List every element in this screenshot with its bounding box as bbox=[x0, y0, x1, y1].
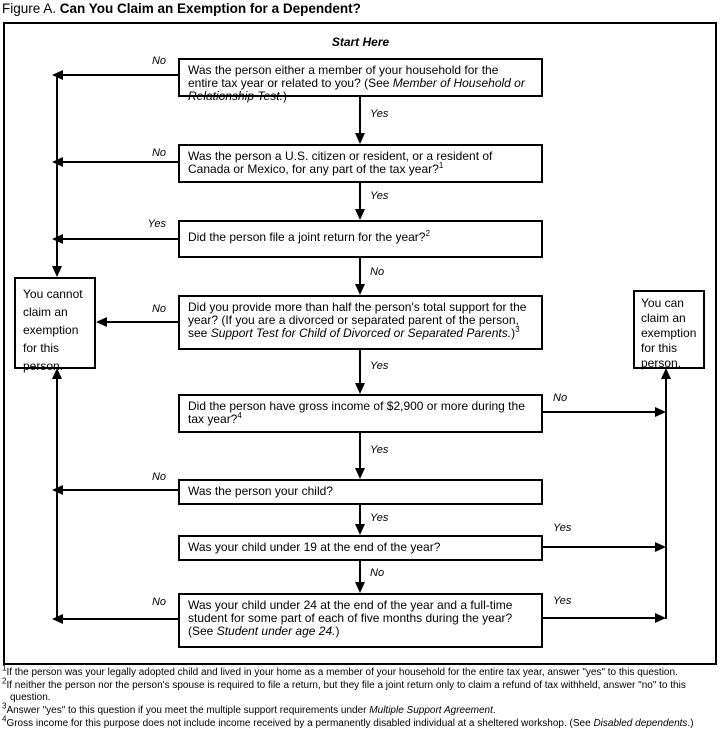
arrow-q6-no-line bbox=[62, 489, 178, 491]
edge-label-q6-no: No bbox=[151, 471, 166, 483]
connector-q5-q6-head-icon bbox=[355, 468, 365, 479]
left-rail-upper-line bbox=[56, 74, 58, 267]
arrow-q8-no-line bbox=[62, 618, 178, 620]
start-here-label: Start Here bbox=[331, 35, 390, 49]
arrow-q6-no-head-icon bbox=[52, 485, 63, 495]
edge-label-q8-yes: Yes bbox=[553, 595, 572, 607]
question-box-member-of-household: Was the person either a member of your h… bbox=[178, 58, 543, 103]
footnote-4-number: 4 bbox=[2, 714, 7, 724]
connector-q3-q4-line bbox=[359, 258, 361, 284]
connector-q4-q5-line bbox=[359, 350, 361, 383]
arrowhead-into-cannot-top-icon bbox=[52, 266, 62, 277]
footnote-1-text: If the person was your legally adopted c… bbox=[6, 667, 678, 678]
footnote-1-number: 1 bbox=[2, 663, 7, 673]
question-box-under-19: Was your child under 19 at the end of th… bbox=[178, 535, 543, 561]
question-box-under-24-student: Was your child under 24 at the end of th… bbox=[178, 593, 543, 648]
question-box-gross-income: Did the person have gross income of $2,9… bbox=[178, 394, 543, 433]
result-box-can-claim: You can claim an exemption for this pers… bbox=[633, 290, 705, 370]
footnote-2: 2If neither the person nor the person's … bbox=[2, 676, 718, 705]
connector-q3-q4-head-icon bbox=[355, 284, 365, 295]
question-box-citizen-or-resident: Was the person a U.S. citizen or residen… bbox=[178, 144, 543, 183]
edge-label-q4-yes: Yes bbox=[370, 360, 389, 372]
connector-q7-q8-line bbox=[359, 561, 361, 582]
footnote-3: 3Answer "yes" to this question if you me… bbox=[2, 701, 718, 717]
edge-label-q2-yes: Yes bbox=[370, 190, 389, 202]
edge-label-q1-yes: Yes bbox=[370, 108, 389, 120]
arrow-q1-no-line bbox=[62, 74, 178, 76]
figure-title: Figure A. Can You Claim an Exemption for… bbox=[2, 1, 361, 16]
edge-label-q5-no: No bbox=[553, 392, 568, 404]
edge-label-q7-no: No bbox=[370, 567, 385, 579]
arrow-q5-no-line bbox=[543, 411, 655, 413]
footnote-2-text: If neither the person nor the person's s… bbox=[6, 679, 686, 704]
arrow-q8-yes-line bbox=[543, 617, 655, 619]
result-box-cannot-claim: You cannot claim an exemption for this p… bbox=[14, 277, 96, 373]
connector-q6-q7-line bbox=[359, 505, 361, 524]
right-rail-line bbox=[665, 378, 667, 619]
connector-q1-q2-line bbox=[359, 97, 361, 134]
arrow-q2-no-line bbox=[62, 161, 178, 163]
arrow-q3-yes-line bbox=[62, 238, 178, 240]
edge-label-q4-no: No bbox=[151, 303, 166, 315]
connector-q1-q2-head-icon bbox=[355, 133, 365, 144]
arrow-q1-no-head-icon bbox=[52, 70, 63, 80]
arrow-q5-no-head-icon bbox=[655, 407, 666, 417]
connector-q5-q6-line bbox=[359, 433, 361, 468]
flowchart-border bbox=[3, 22, 717, 665]
footnote-3-text: Answer "yes" to this question if you mee… bbox=[6, 705, 496, 717]
question-box-half-support: Did you provide more than half the perso… bbox=[178, 295, 543, 350]
connector-q2-q3-line bbox=[359, 183, 361, 210]
edge-label-q7-yes: Yes bbox=[553, 522, 572, 534]
connector-q2-q3-head-icon bbox=[355, 209, 365, 220]
arrow-q7-yes-line bbox=[543, 546, 655, 548]
arrowhead-into-can-bottom-icon bbox=[661, 368, 671, 379]
footnote-4-text: Gross income for this purpose does not i… bbox=[6, 718, 694, 730]
footnote-4: 4Gross income for this purpose does not … bbox=[2, 714, 718, 730]
question-box-your-child: Was the person your child? bbox=[178, 479, 543, 505]
question-box-joint-return: Did the person file a joint return for t… bbox=[178, 220, 543, 258]
left-rail-lower-line bbox=[56, 378, 58, 620]
edge-label-q5-yes: Yes bbox=[370, 444, 389, 456]
edge-label-q3-yes: Yes bbox=[147, 218, 166, 230]
arrow-q8-yes-head-icon bbox=[655, 613, 666, 623]
figure-title-main: Can You Claim an Exemption for a Depende… bbox=[56, 1, 361, 16]
footnotes: 1If the person was your legally adopted … bbox=[2, 663, 718, 731]
arrow-q7-yes-head-icon bbox=[655, 542, 666, 552]
edge-label-q6-yes: Yes bbox=[370, 512, 389, 524]
arrow-q3-yes-head-icon bbox=[52, 234, 63, 244]
footnote-1: 1If the person was your legally adopted … bbox=[2, 663, 718, 679]
figure-title-prefix: Figure A. bbox=[2, 1, 57, 16]
edge-label-q2-no: No bbox=[151, 147, 166, 159]
connector-q6-q7-head-icon bbox=[355, 524, 365, 535]
arrow-q2-no-head-icon bbox=[52, 157, 63, 167]
arrow-q4-no-head-icon bbox=[96, 317, 107, 327]
connector-q4-q5-head-icon bbox=[355, 383, 365, 394]
arrowhead-into-cannot-bottom-icon bbox=[52, 368, 62, 379]
edge-label-q3-no: No bbox=[370, 266, 385, 278]
arrow-q4-no-line bbox=[106, 321, 178, 323]
footnote-3-number: 3 bbox=[2, 701, 7, 711]
footnote-2-number: 2 bbox=[2, 676, 7, 686]
connector-q7-q8-head-icon bbox=[355, 582, 365, 593]
edge-label-q8-no: No bbox=[151, 596, 166, 608]
edge-label-q1-no: No bbox=[151, 55, 166, 67]
arrow-q8-no-head-icon bbox=[52, 614, 63, 624]
